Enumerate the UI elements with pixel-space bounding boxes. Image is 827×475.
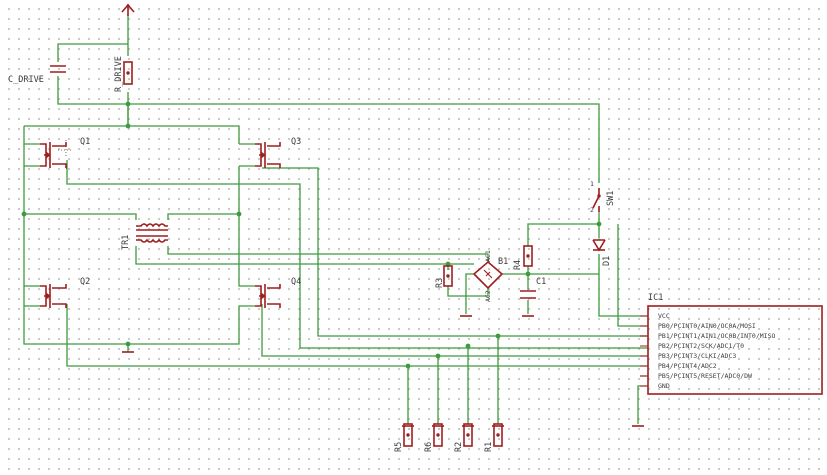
ic1-pin-gnd: GND bbox=[658, 382, 670, 390]
sw1-pin2-label: 2 bbox=[590, 206, 594, 214]
resistor-r6 bbox=[433, 423, 443, 447]
q2-label: Q2 bbox=[80, 277, 90, 287]
d1-label: D1 bbox=[602, 256, 612, 266]
wire-gate-q4 bbox=[261, 304, 648, 357]
ic1-pin-pb0: PB0/PCINT0/AIN0/OC0A/MOSI bbox=[658, 322, 756, 330]
c-drive-label: C_DRIVE bbox=[8, 75, 44, 85]
wire-bridge-top bbox=[23, 104, 255, 145]
q1-label: Q1 bbox=[80, 137, 90, 147]
ic1-microcontroller bbox=[640, 305, 823, 395]
ac1-label: AC1 bbox=[484, 250, 492, 262]
wire-bridge-bottom bbox=[23, 286, 255, 352]
ic1-pin-vcc: VCC bbox=[658, 312, 670, 320]
wire-b1-pos bbox=[502, 266, 529, 314]
wire-right-mid bbox=[167, 165, 255, 287]
r5-label: R5 bbox=[394, 442, 404, 452]
resistor-r4 bbox=[523, 245, 533, 267]
sw1-pin1-label: 1 bbox=[590, 180, 594, 188]
wire-gate-q3 bbox=[262, 167, 648, 337]
wire-to-sw1 bbox=[128, 103, 600, 183]
junctions bbox=[21, 101, 602, 369]
bridge-rectifier-b1 bbox=[472, 260, 504, 290]
tr1-label: TR1 bbox=[121, 235, 131, 250]
sw1-label: SW1 bbox=[606, 191, 616, 206]
wire-r4-d1 bbox=[527, 212, 648, 317]
ic1-pin-pb4: PB4/PCINT4/ADC2 bbox=[658, 362, 717, 370]
supply-arrow-icon bbox=[121, 3, 135, 16]
resistor-r2 bbox=[463, 423, 473, 447]
wire-gate-q2 bbox=[66, 304, 648, 367]
wires bbox=[23, 14, 648, 424]
diode-d1 bbox=[592, 239, 606, 252]
ic1-pin-pb5: PB5/PCINT5/RESET/ADC0/DW bbox=[658, 372, 752, 380]
ground-symbols bbox=[122, 315, 644, 427]
wire-left-low bbox=[23, 214, 40, 287]
wire-r-bank bbox=[407, 336, 499, 424]
capacitor-c1 bbox=[520, 290, 536, 299]
r2-label: R2 bbox=[454, 442, 464, 452]
wire-ic-gnd bbox=[637, 385, 648, 424]
wire-r3 bbox=[447, 263, 489, 297]
wire-c-drive bbox=[57, 43, 128, 105]
ic1-pin-pb1: PB1/PCINT1/AIN1/OC0B/INT0/MISO bbox=[658, 332, 775, 340]
mosfet-q3 bbox=[255, 142, 281, 168]
r1-label: R1 bbox=[484, 442, 494, 452]
ac2-label: AC2 bbox=[484, 290, 492, 302]
q3-label: Q3 bbox=[291, 137, 301, 147]
ic1-pin-pb3: PB3/PCINT3/CLKI/ADC3 bbox=[658, 352, 736, 360]
wire-left-mid bbox=[23, 144, 137, 220]
switch-sw1 bbox=[592, 188, 601, 212]
mosfet-q2 bbox=[40, 284, 67, 308]
r4-label: R4 bbox=[513, 260, 523, 270]
r3-label: R3 bbox=[435, 278, 445, 288]
resistor-r1 bbox=[493, 423, 503, 447]
r-drive-resistor bbox=[123, 61, 133, 85]
ic1-label: IC1 bbox=[648, 293, 663, 303]
wire-tr-secondary bbox=[135, 246, 489, 265]
mosfet-q1 bbox=[40, 140, 72, 169]
transformer-tr1 bbox=[136, 223, 168, 243]
resistor-r3 bbox=[443, 265, 453, 287]
c1-label: C1 bbox=[536, 277, 546, 287]
q4-label: Q4 bbox=[291, 277, 301, 287]
resistor-r5 bbox=[403, 423, 413, 447]
wire-b1-gnd bbox=[465, 273, 474, 314]
wire-ic-vcc bbox=[617, 224, 648, 327]
r6-label: R6 bbox=[424, 442, 434, 452]
ic1-pin-pb2: PB2/PCINT2/SCK/ADC1/T0 bbox=[658, 342, 744, 350]
mosfet-q4 bbox=[255, 284, 281, 308]
wire-gate-q1 bbox=[66, 160, 648, 349]
c-drive-capacitor bbox=[50, 65, 66, 73]
r-drive-label: R_DRIVE bbox=[114, 56, 124, 92]
b1-label: B1 bbox=[498, 257, 508, 267]
